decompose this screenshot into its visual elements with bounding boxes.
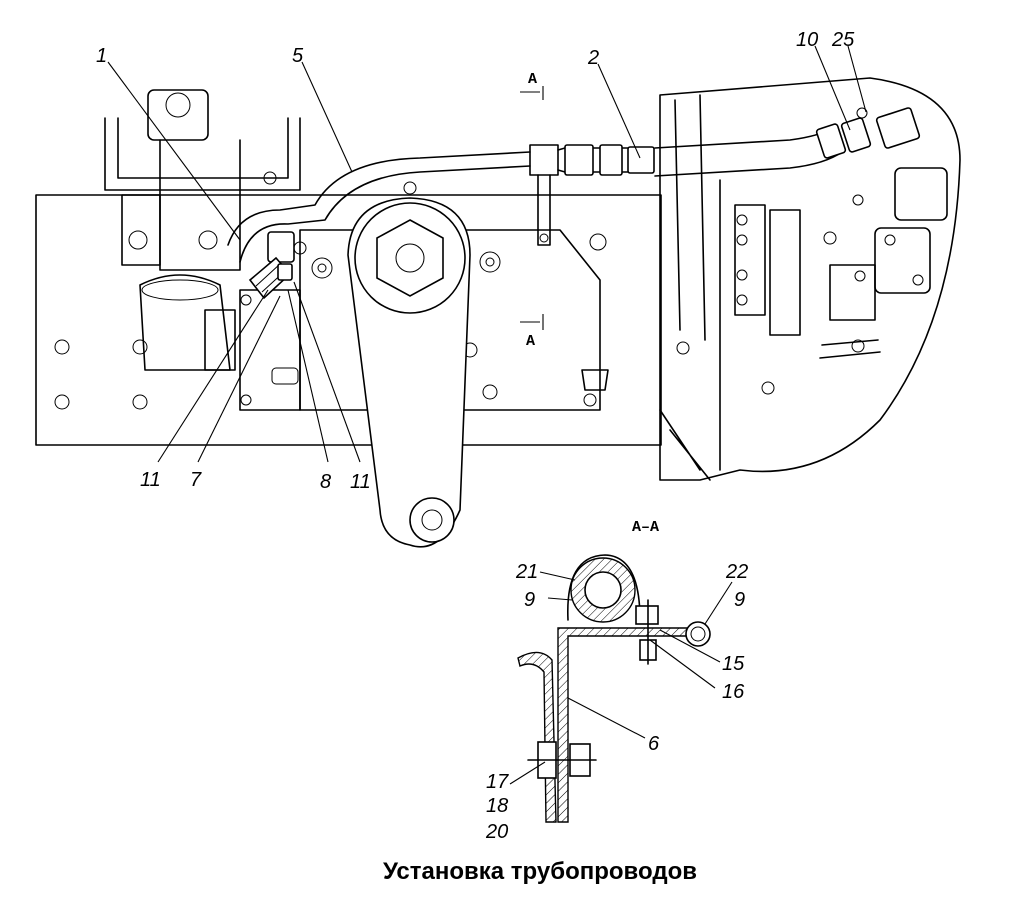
brake-chamber [139,274,301,411]
section-mark-top: A [520,71,544,100]
callout-15: 15 [722,653,745,675]
frame-plate [35,194,662,446]
section-title: A–A [632,519,659,536]
hose-10 [654,107,921,177]
section-mark-bottom: A [520,314,544,350]
callout-10: 10 [796,29,818,51]
callout-21: 21 [515,561,538,583]
pipeline-2 [557,144,655,176]
callout-9-right: 9 [734,589,745,611]
svg-text:A: A [528,71,537,88]
callout-9-left: 9 [524,589,535,611]
callout-18: 18 [486,795,508,817]
pipeline-5 [227,151,531,263]
pitman-arm [347,181,471,548]
callout-6: 6 [648,733,660,755]
callout-25: 25 [831,29,855,51]
engine-block-right [659,77,961,481]
drawing-caption: Установка трубопроводов [383,858,697,885]
callout-2: 2 [587,47,599,69]
callout-7: 7 [190,469,202,491]
leader-lines-main [107,45,867,463]
callout-8: 8 [320,471,331,493]
svg-text:A: A [526,333,535,350]
callout-11-right: 11 [350,471,371,493]
callouts-main: 1 5 2 10 25 11 7 8 11 [96,29,855,493]
leader-lines-detail [509,571,733,785]
fitting-7-8-11 [248,256,293,300]
central-housing [299,229,609,411]
clamp-bracket-6 [529,144,559,246]
callout-1: 1 [96,45,107,67]
callout-16: 16 [722,681,745,703]
callout-17: 17 [486,771,509,793]
callout-22: 22 [725,561,748,583]
callouts-detail: 21 9 22 9 15 16 6 17 18 20 [485,561,748,843]
callout-5: 5 [292,45,304,67]
callout-11-left: 11 [140,469,161,491]
section-detail [517,554,711,823]
callout-20: 20 [485,821,508,843]
